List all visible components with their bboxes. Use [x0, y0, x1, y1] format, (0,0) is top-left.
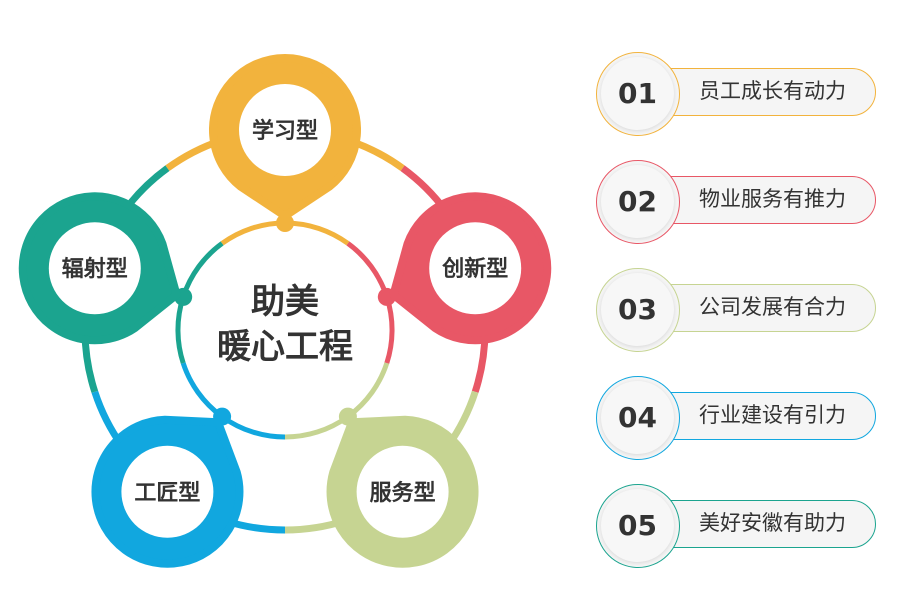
benefit-item-5: 美好安徽有助力 05 [596, 484, 886, 568]
center-title-line1: 助美 [251, 282, 319, 322]
benefit-text: 行业建设有引力 [699, 403, 846, 427]
benefit-number: 02 [618, 185, 657, 218]
node-disc [239, 84, 331, 176]
benefit-number-inner: 04 [601, 381, 674, 454]
node-label: 工匠型 [134, 481, 200, 506]
benefit-number-inner: 02 [601, 165, 674, 238]
benefit-number-inner: 03 [601, 273, 674, 346]
node-radiation: 辐射型 [18, 192, 181, 345]
node-disc [48, 222, 141, 315]
benefit-number: 05 [618, 509, 657, 542]
benefit-text: 物业服务有推力 [699, 187, 846, 211]
node-label: 辐射型 [62, 256, 128, 282]
benefit-number-inner: 05 [601, 489, 674, 562]
node-disc [356, 445, 449, 538]
benefit-number: 01 [618, 77, 657, 110]
benefit-item-2: 物业服务有推力 02 [596, 160, 886, 244]
node-label: 创新型 [441, 256, 508, 282]
benefit-item-3: 公司发展有合力 03 [596, 268, 886, 352]
node-disc [429, 222, 522, 315]
cycle-diagram: 助美 暖心工程 学习型 创新型 服务型 工匠型 辐射型 [18, 54, 552, 568]
benefit-number-badge: 02 [596, 160, 680, 244]
node-service: 服务型 [326, 415, 479, 568]
node-craftsman: 工匠型 [91, 415, 244, 568]
node-learning: 学习型 [209, 54, 361, 220]
inner-dot-1 [276, 214, 294, 232]
benefit-text: 公司发展有合力 [699, 295, 846, 319]
node-innovation: 创新型 [389, 192, 552, 345]
benefit-number-badge: 04 [596, 376, 680, 460]
benefit-item-4: 行业建设有引力 04 [596, 376, 886, 460]
node-label: 服务型 [370, 481, 436, 506]
node-disc [121, 445, 214, 538]
benefit-number-badge: 05 [596, 484, 680, 568]
benefit-number-inner: 01 [601, 57, 674, 130]
benefit-number: 04 [618, 401, 657, 434]
benefit-text: 美好安徽有助力 [699, 511, 846, 535]
benefit-number: 03 [618, 293, 657, 326]
benefit-number-badge: 01 [596, 52, 680, 136]
benefit-text: 员工成长有动力 [699, 79, 846, 103]
benefit-number-badge: 03 [596, 268, 680, 352]
benefit-item-1: 员工成长有动力 01 [596, 52, 886, 136]
node-label: 学习型 [252, 118, 318, 144]
center-title-line2: 暖心工程 [217, 327, 353, 367]
benefit-list: 员工成长有动力 01 物业服务有推力 02 公司发展有合力 03 行业建设有 [596, 52, 886, 592]
